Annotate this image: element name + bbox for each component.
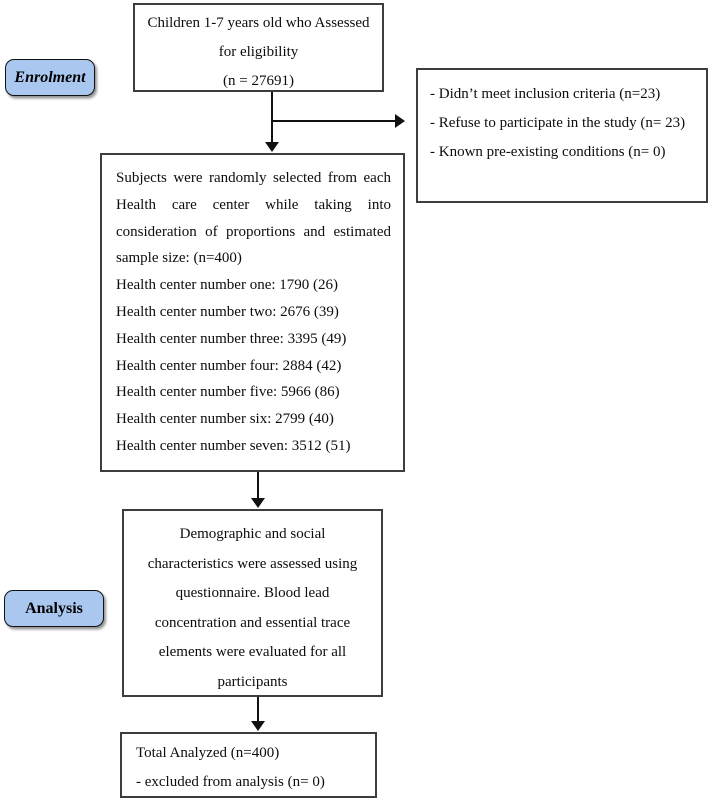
- connector-eligibility-to-selection: [271, 92, 273, 142]
- eligibility-box: Children 1-7 years old who Assessed for …: [133, 3, 384, 92]
- assessment-box: Demographic and social characteristics w…: [122, 509, 383, 697]
- enrolment-stage-label: Enrolment: [5, 59, 95, 96]
- exclusion-item: - Known pre-existing conditions (n= 0): [430, 144, 666, 160]
- selection-paragraph-line: sample size: (n=400): [116, 250, 242, 267]
- assessment-line: concentration and essential trace: [154, 614, 351, 631]
- exclusion-item: - Refuse to participate in the study (n=…: [430, 115, 686, 131]
- health-center-line: Health center number three: 3395 (49): [116, 330, 347, 347]
- health-center-line: Health center number seven: 3512 (51): [116, 437, 351, 454]
- selection-paragraph-line: consideration of proportions and estimat…: [116, 223, 391, 240]
- eligibility-line: for eligibility: [218, 44, 299, 60]
- exclusion-box: - Didn’t meet inclusion criteria (n=23) …: [416, 68, 708, 203]
- analyzed-line: - excluded from analysis (n= 0): [136, 774, 325, 790]
- connector-to-exclusion: [272, 120, 395, 122]
- enrolment-stage-text: Enrolment: [14, 68, 86, 86]
- analysis-stage-label: Analysis: [4, 590, 104, 627]
- connector-selection-to-assessment: [257, 472, 259, 498]
- assessment-line: characteristics were assessed using: [147, 555, 358, 572]
- selection-box: Subjects were randomly selected from eac…: [100, 153, 405, 472]
- arrowhead-down-icon: [251, 721, 265, 731]
- selection-paragraph-line: Subjects were randomly selected from eac…: [116, 170, 391, 186]
- health-center-line: Health center number five: 5966 (86): [116, 384, 340, 401]
- health-center-line: Health center number six: 2799 (40): [116, 411, 334, 428]
- analyzed-line: Total Analyzed (n=400): [136, 745, 280, 761]
- analyzed-box: Total Analyzed (n=400) - excluded from a…: [120, 732, 377, 798]
- health-center-line: Health center number four: 2884 (42): [116, 357, 342, 374]
- connector-assessment-to-analyzed: [257, 697, 259, 721]
- assessment-line: questionnaire. Blood lead: [175, 585, 330, 601]
- arrowhead-down-icon: [265, 142, 279, 152]
- eligibility-line: Children 1-7 years old who Assessed: [147, 15, 370, 31]
- eligibility-line: (n = 27691): [223, 73, 294, 89]
- health-center-line: Health center number two: 2676 (39): [116, 303, 339, 320]
- selection-paragraph-line: Health care center while taking into: [116, 196, 391, 213]
- assessment-line: Demographic and social: [179, 526, 326, 542]
- analysis-stage-text: Analysis: [25, 599, 83, 617]
- arrowhead-right-icon: [395, 114, 405, 128]
- health-center-line: Health center number one: 1790 (26): [116, 277, 339, 294]
- assessment-line: elements were evaluated for all: [158, 644, 347, 660]
- arrowhead-down-icon: [251, 498, 265, 508]
- assessment-line: participants: [217, 673, 288, 690]
- exclusion-item: - Didn’t meet inclusion criteria (n=23): [430, 86, 661, 102]
